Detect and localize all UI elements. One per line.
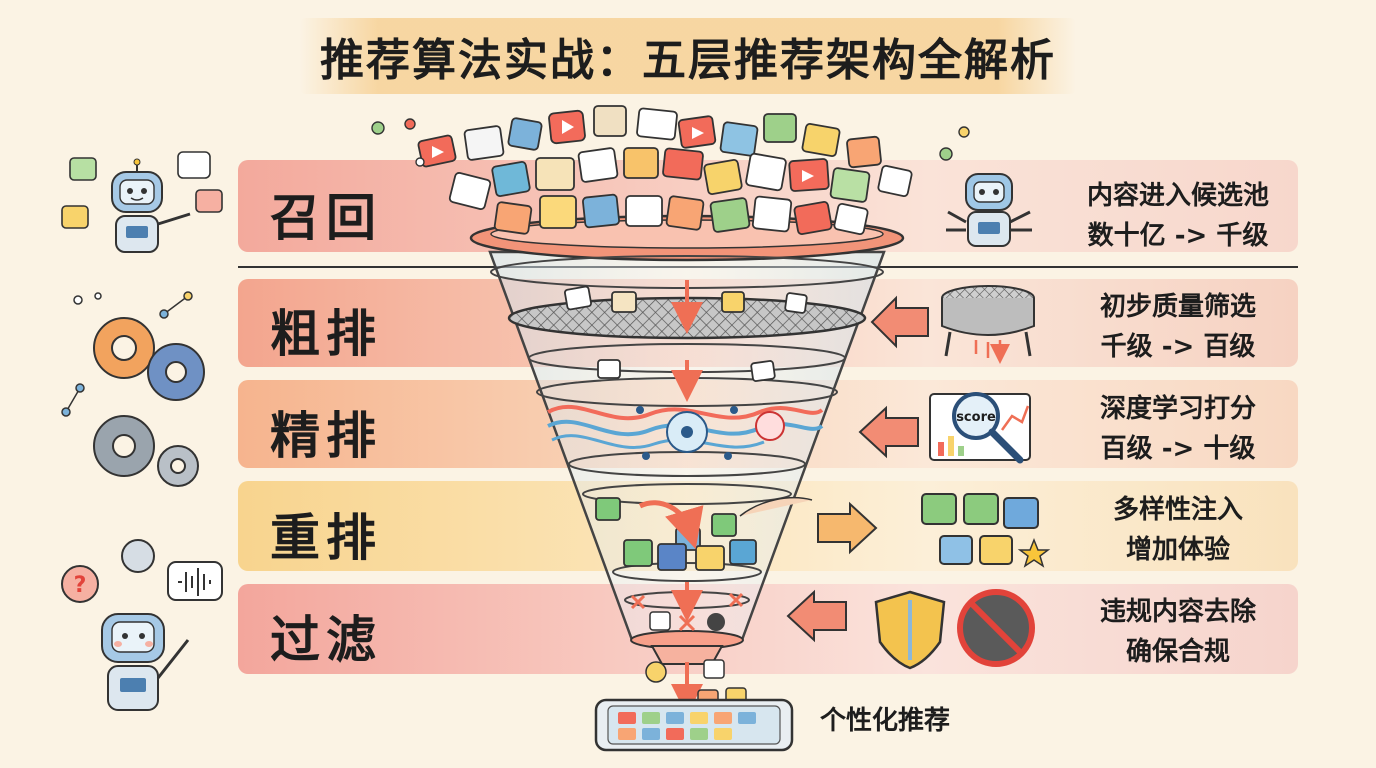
network-dots (61, 291, 193, 417)
desc-coarse: 初步质量筛选 千级 -> 百级 (1068, 287, 1288, 367)
desc-recall-line1: 内容进入候选池 (1086, 181, 1269, 211)
title-area: 推荐算法实战：五层推荐架构全解析 (0, 18, 1376, 94)
neural-network-visual (547, 404, 824, 460)
desc-filter-line2: 确保合规 (1125, 637, 1230, 667)
desc-filter-line1: 违规内容去除 (1099, 597, 1256, 627)
desc-rerank-line2: 增加体验 (1125, 535, 1230, 565)
svg-text:?: ? (74, 573, 87, 598)
side-arrows (786, 295, 929, 643)
desc-fine-line2: 百级 -> 十级 (1100, 434, 1256, 464)
band-filtering (238, 584, 1298, 674)
audio-bubble-icon (121, 539, 223, 601)
question-bubble-icon: ? (61, 565, 99, 603)
robot-icon (101, 613, 190, 711)
shield-icon (874, 590, 946, 670)
scatter-dots (371, 118, 970, 167)
gear-icon (93, 317, 205, 487)
play-icon (432, 120, 814, 182)
final-output-label: 个性化推荐 (820, 706, 951, 736)
layer-label-recall: 召回 (270, 189, 382, 247)
desc-fine: 深度学习打分 百级 -> 十级 (1068, 389, 1288, 469)
image-tile-icon (921, 493, 1039, 565)
rerank-cubes (595, 497, 813, 571)
robot-icon (946, 173, 1032, 247)
layer-label-rerank: 重排 (270, 509, 382, 567)
desc-filter: 违规内容去除 确保合规 (1068, 592, 1288, 672)
virus-icon (707, 613, 725, 631)
filter-marks (630, 592, 744, 632)
desc-recall: 内容进入候选池 数十亿 -> 千级 (1068, 176, 1288, 256)
phone-icon (594, 698, 794, 752)
layer-label-coarse: 粗排 (270, 305, 382, 363)
magnifier-icon (952, 392, 1024, 464)
sieve-icon (941, 285, 1035, 358)
robot-icon (111, 158, 191, 253)
score-label: score (956, 410, 996, 425)
content-tiles (417, 105, 913, 382)
desc-fine-line1: 深度学习打分 (1099, 394, 1256, 424)
page-title: 推荐算法实战：五层推荐架构全解析 (300, 18, 1076, 94)
desc-coarse-line2: 千级 -> 百级 (1100, 332, 1256, 362)
layer-label-fine: 精排 (270, 407, 382, 465)
desc-rerank: 多样性注入 增加体验 (1068, 490, 1288, 570)
desc-coarse-line1: 初步质量筛选 (1099, 292, 1256, 322)
star-icon (1017, 537, 1051, 568)
desc-recall-line2: 数十亿 -> 千级 (1087, 221, 1269, 251)
speech-bubble-icons (61, 151, 223, 229)
prohibited-icon (957, 589, 1035, 667)
layer-label-filter: 过滤 (270, 611, 382, 669)
desc-rerank-line1: 多样性注入 (1112, 495, 1243, 525)
